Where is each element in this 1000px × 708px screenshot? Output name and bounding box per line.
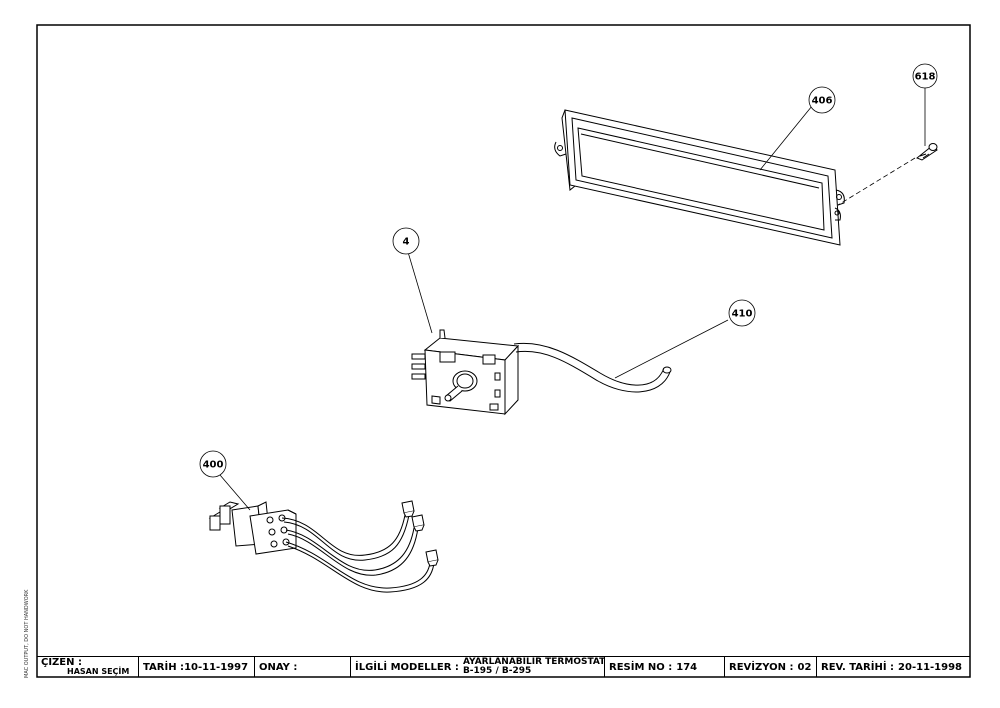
ilgili-line1: AYARLANABİLİR TERMOSTAT	[462, 657, 605, 667]
revizyon-cell: REVİZYON : 02	[725, 657, 817, 677]
callout-410: 410	[728, 299, 756, 327]
tarih-value: 10-11-1997	[184, 661, 249, 673]
revizyon-value: 02	[797, 661, 812, 673]
rev-tarihi-cell: REV. TARİHİ : 20-11-1998	[817, 657, 970, 677]
callout-406: 406	[808, 86, 836, 114]
svg-text:400: 400	[203, 460, 224, 471]
part-4-thermostat	[411, 329, 520, 416]
tarih-cell: TARİH : 10-11-1997	[139, 657, 255, 677]
cizen-cell: ÇİZEN : HASAN SEÇİM	[37, 657, 139, 677]
ilgili-label: İLGİLİ MODELLER :	[355, 661, 459, 673]
resim-label: RESİM NO :	[609, 661, 673, 673]
ilgili-modeller-cell: İLGİLİ MODELLER : AYARLANABİLİR TERMOSTA…	[351, 657, 605, 677]
svg-text:4: 4	[403, 237, 410, 248]
part-410-capillary	[513, 342, 672, 393]
callout-4: 4	[392, 227, 420, 255]
connector-wires	[281, 514, 435, 593]
resim-value: 174	[676, 661, 698, 673]
part-618-screw	[916, 143, 938, 161]
screw-axis-line	[837, 157, 916, 206]
title-block: ÇİZEN : HASAN SEÇİM TARİH : 10-11-1997 O…	[37, 656, 970, 677]
rev-tarihi-label: REV. TARİHİ :	[821, 661, 895, 673]
onay-cell: ONAY :	[255, 657, 351, 677]
svg-text:406: 406	[812, 96, 833, 107]
part-400-connector	[208, 501, 297, 555]
drawing-frame	[36, 24, 971, 678]
svg-text:618: 618	[915, 72, 936, 83]
wire-terminals	[401, 500, 439, 567]
leader-lines	[219, 87, 926, 511]
rev-tarihi-value: 20-11-1998	[898, 661, 963, 673]
callout-400: 400	[199, 450, 227, 478]
tarih-label: TARİH :	[143, 661, 185, 673]
ilgili-value: AYARLANABİLİR TERMOSTAT B-195 / B-295	[462, 657, 605, 676]
ilgili-line2: B-195 / B-295	[462, 666, 532, 676]
onay-label: ONAY :	[259, 661, 298, 673]
part-406-bezel	[554, 109, 845, 246]
cizen-name: HASAN SEÇİM	[67, 667, 130, 676]
side-note: MAC OUTPUT, DO NOT HANDWORK	[24, 589, 30, 678]
revizyon-label: REVİZYON :	[729, 661, 794, 673]
callout-618: 618	[912, 63, 938, 89]
svg-text:410: 410	[732, 309, 753, 320]
cizen-label: ÇİZEN :	[41, 657, 82, 668]
resim-no-cell: RESİM NO : 174	[605, 657, 725, 677]
